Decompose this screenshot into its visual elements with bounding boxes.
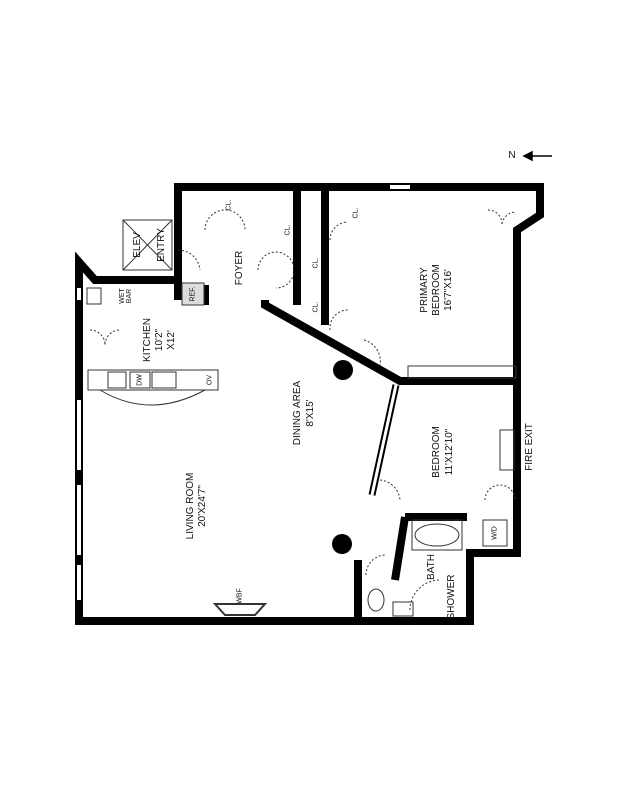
living-room-name: LIVING ROOM — [185, 472, 196, 540]
column — [332, 534, 352, 554]
kitchen-name: KITCHEN — [142, 318, 153, 362]
primary-bedroom-name1: PRIMARY — [419, 267, 430, 313]
north-arrow-icon — [522, 150, 552, 162]
dw-label: DW — [136, 374, 144, 386]
foyer-wall — [261, 190, 517, 385]
dining-name: DINING AREA — [292, 380, 303, 446]
elev-label: ELEV — [132, 232, 143, 258]
wd-label: W/D — [491, 526, 499, 540]
bath-label: BATH — [426, 554, 437, 580]
north-label: N — [508, 150, 516, 161]
living-room-dim: 20'X24'7" — [197, 485, 208, 527]
bath-wall — [354, 513, 467, 621]
kitchen-dim1: 10'2" — [154, 328, 165, 352]
wbf-label: WBF — [236, 588, 244, 604]
kitchen-dim2: X12' — [166, 330, 177, 350]
closet-label: CL. — [312, 301, 320, 313]
walls — [75, 183, 544, 625]
primary-bedroom-name2: BEDROOM — [431, 264, 442, 316]
windows — [77, 185, 410, 600]
fire-exit-label: FIRE EXIT — [524, 423, 535, 471]
primary-bedroom-dim: 16'7"X16' — [443, 269, 454, 311]
dining-dim: 8'X15' — [305, 399, 316, 427]
closet-label: CL. — [312, 257, 320, 269]
bedroom-name: BEDROOM — [431, 426, 442, 478]
bedroom-dim: 11'X12'10" — [444, 428, 455, 476]
entry-label: ENTRY — [156, 228, 167, 262]
closet-label: CL. — [284, 224, 292, 236]
ref-label: REF. — [189, 286, 197, 302]
doors — [89, 209, 517, 576]
closet-label: CL. — [352, 207, 360, 219]
shower-label: SHOWER — [446, 574, 457, 620]
column — [333, 360, 353, 380]
foyer-label: FOYER — [234, 250, 245, 286]
ov-label: OV — [206, 374, 214, 386]
kitchen-wall — [174, 280, 209, 305]
wet-bar-label: WET BAR — [119, 288, 133, 304]
outer-wall — [75, 183, 544, 625]
elevator — [122, 219, 173, 271]
closet-label: CL. — [225, 199, 233, 211]
fixtures — [86, 282, 517, 617]
